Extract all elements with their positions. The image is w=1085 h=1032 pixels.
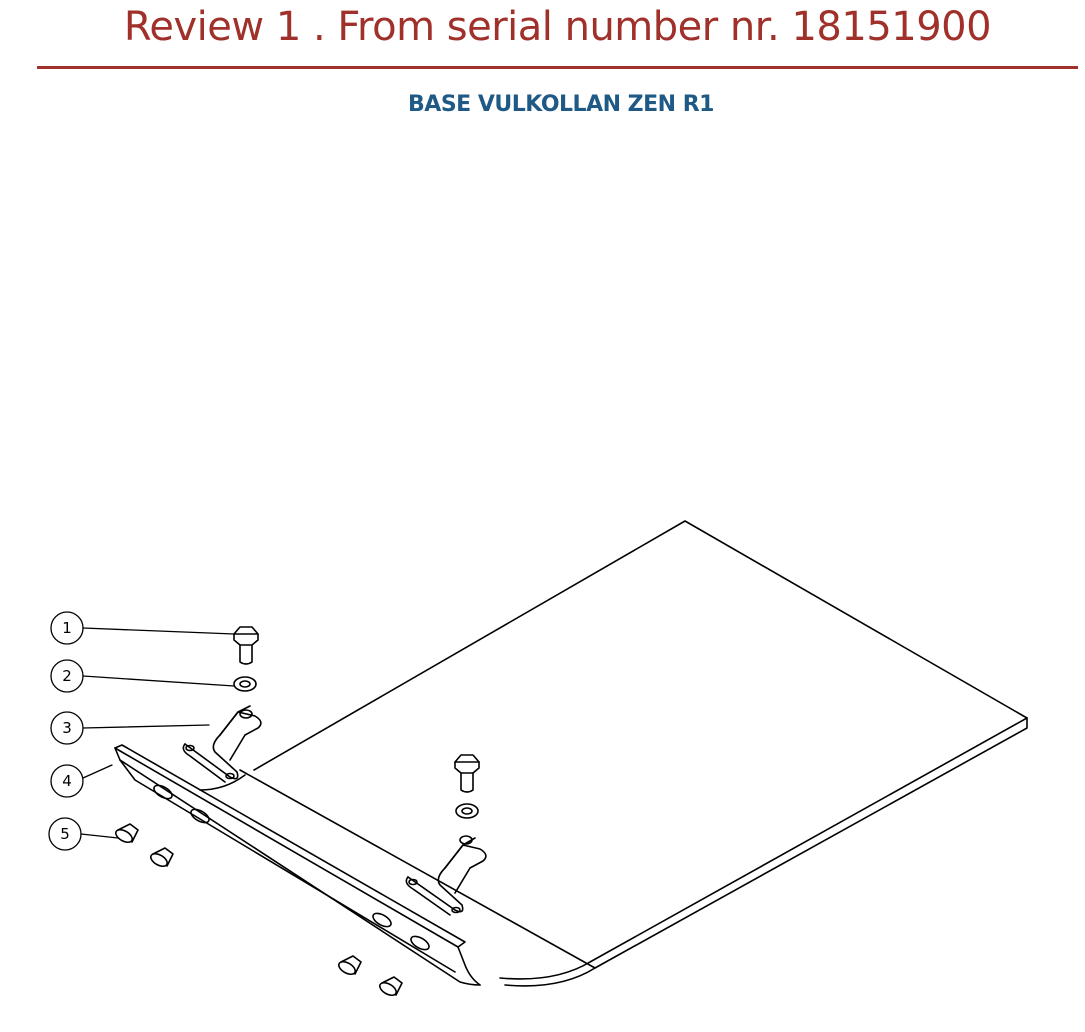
- title-divider: [37, 66, 1078, 69]
- washer: [455, 803, 479, 819]
- balloon-5: 5: [48, 817, 82, 851]
- hex-bolt: [454, 754, 480, 793]
- balloon-label: 5: [60, 825, 70, 843]
- balloon-label: 1: [62, 619, 72, 637]
- hex-bolt: [233, 626, 259, 665]
- bracket-right: [405, 835, 487, 916]
- countersunk-screw: [338, 955, 362, 976]
- leader-lines: [80, 627, 235, 839]
- balloon-2: 2: [50, 659, 84, 693]
- balloon-label: 3: [62, 719, 72, 737]
- drawing-title: BASE VULKOLLAN ZEN R1: [408, 92, 714, 117]
- bracket-left: [182, 705, 262, 783]
- countersunk-screw: [115, 823, 139, 844]
- balloon-3: 3: [50, 711, 84, 745]
- balloon-label: 4: [62, 772, 72, 790]
- review-title: Review 1 . From serial number nr. 181519…: [123, 4, 992, 50]
- front-bar: [114, 744, 481, 986]
- washer: [233, 676, 257, 692]
- countersunk-screw: [150, 847, 174, 868]
- balloon-1: 1: [50, 611, 84, 645]
- balloon-label: 2: [62, 667, 72, 685]
- vulkollan-plate: [199, 520, 1028, 987]
- countersunk-screw: [379, 976, 403, 997]
- balloon-4: 4: [50, 764, 84, 798]
